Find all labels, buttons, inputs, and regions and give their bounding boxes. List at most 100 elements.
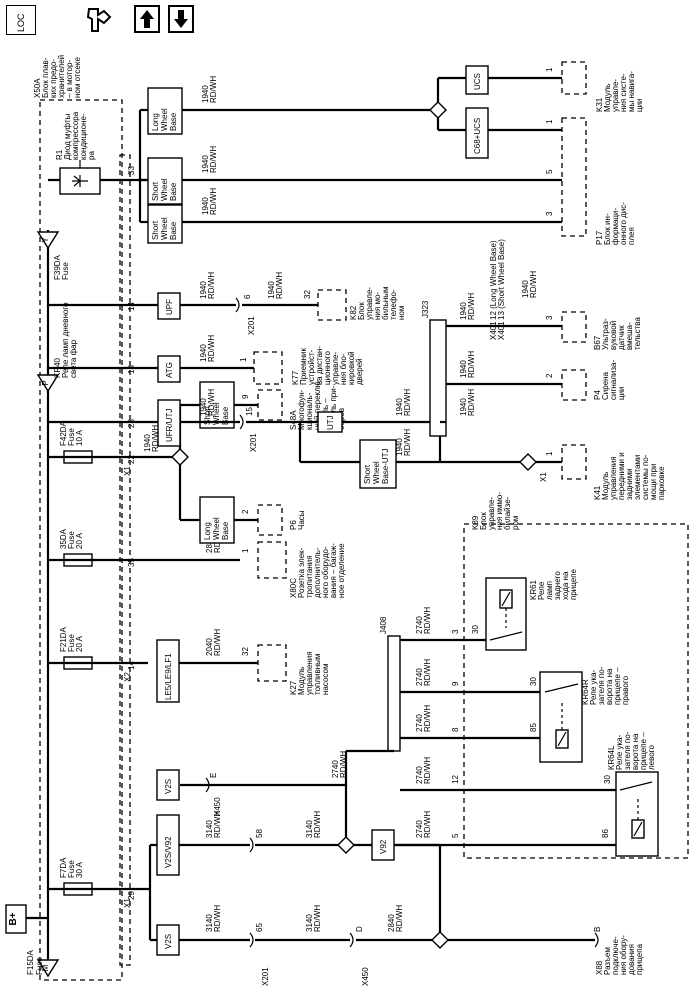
f15da-sub: Fuse (35, 957, 44, 975)
k31-module (561, 61, 587, 95)
x1-label-c: X1 (539, 472, 548, 482)
kr64l-l2: Реле ука- (615, 734, 624, 770)
f21da-name: F21DA (59, 626, 68, 652)
x401-note-1: 12 (Long Wheel Base) (489, 240, 498, 320)
wire-1940-d-col: RD/WH (403, 429, 412, 456)
k31-l5: мы навига- (627, 71, 636, 112)
option-atg: ATG (165, 362, 174, 378)
x50a-l6: ном отсеке (73, 57, 82, 98)
wire-1940-i-num: 1940 (201, 155, 210, 173)
wire-1940-c-col: RD/WH (403, 389, 412, 416)
k41-module (561, 444, 587, 480)
f21da-sub: Fuse (67, 634, 76, 652)
wire-1940-f-num: 1940 (199, 281, 208, 299)
option-short2-l3: Base (169, 182, 178, 201)
j408-label: J408 (379, 616, 388, 634)
kr64l-l1: KR64L (607, 745, 616, 770)
kr64r-l3: зателя по- (597, 666, 606, 705)
kr40-l1: Реле ламп дневного (61, 302, 70, 378)
r1-l3: компрессора (71, 111, 80, 160)
p17-l4: онного дис- (619, 202, 628, 245)
k82-module (317, 289, 347, 321)
x88-connector[interactable] (594, 932, 599, 948)
kr40-tag: P (41, 380, 50, 385)
x88-l6: прицепа (635, 943, 644, 975)
b-plus-label: B+ (8, 912, 19, 925)
wire-1940-a-num: 1940 (143, 434, 152, 452)
kr64r-contact (544, 683, 579, 693)
k82-l2: Блок (357, 302, 366, 320)
option-long2-l2: Wheel (160, 108, 169, 131)
pin-1d: 1 (545, 67, 554, 72)
pin-2a: 2 (241, 509, 250, 514)
loc-button[interactable]: LOC (6, 5, 36, 35)
splice-diamond-c (171, 448, 189, 466)
pin-32a: 32 (241, 647, 250, 656)
wire-2040-col: RD/WH (213, 629, 222, 656)
option-utj-box (317, 411, 343, 433)
pin-5: 5 (451, 833, 460, 838)
kr64l-coil-mark (633, 821, 643, 837)
kr64r-coil-mark (557, 731, 567, 747)
pin-5b: 5 (545, 169, 554, 174)
x450-e-connector[interactable] (205, 777, 210, 793)
wire-2740-f-col: RD/WH (423, 811, 432, 838)
option-long1-box (199, 496, 235, 544)
option-v92: V92 (379, 839, 388, 854)
pin-6: 6 (243, 294, 252, 299)
wire-1940-h-col: RD/WH (209, 76, 218, 103)
pin-86: 86 (601, 829, 610, 838)
s48a-switch (257, 389, 283, 421)
s48a-l1: S48A (289, 410, 298, 430)
kr64l-l6: левого (647, 745, 656, 770)
pin-33: 33 (127, 166, 136, 175)
option-short3-l3: Base (169, 221, 178, 240)
service-tools-button[interactable] (84, 5, 114, 35)
arrow-up-button[interactable] (134, 5, 160, 33)
pin-14b: 14 (127, 302, 136, 311)
r1-l5: ра (87, 151, 96, 160)
x201-15-connector[interactable] (239, 414, 244, 430)
x80c-socket (257, 541, 287, 579)
k41-l5: задними (625, 468, 634, 500)
pin-d: D (355, 926, 364, 932)
k89-l2: Блок (479, 512, 488, 530)
x401-note-2: 13 (Short Wheel Base) (497, 239, 506, 320)
option-c68-box (465, 107, 489, 159)
k82-l4: ния мо- (373, 292, 382, 320)
option-long2-l1: Long (151, 113, 160, 131)
35da-sub: Fuse (67, 531, 76, 549)
pin-e: E (209, 773, 218, 778)
option-short-utj-l1: Short (363, 464, 372, 484)
x88-l4: ния обору- (619, 935, 628, 975)
wire-2840-b-num: 2840 (205, 535, 214, 553)
s48a-l6: панель при- (329, 385, 338, 430)
x201-65-connector[interactable] (249, 932, 254, 948)
kr40-triangle (36, 374, 60, 393)
wire-1940-i-col: RD/WH (209, 146, 218, 173)
option-ucs-box (465, 65, 489, 95)
wire-3140-a-num: 3140 (205, 820, 214, 838)
x450-label-b: X450 (361, 967, 370, 986)
x201-6-connector[interactable] (235, 297, 240, 313)
kr64r-l2: Реле ука- (589, 669, 598, 705)
r1-l1: R1 (55, 149, 64, 160)
35da-name: 35DA (59, 528, 68, 549)
k77-l3: устройст- (307, 349, 316, 385)
x1-label-a: X1 (123, 898, 132, 908)
p6-l1: P6 (289, 520, 298, 530)
k77-l6: управле- (331, 352, 340, 385)
arrow-down-button[interactable] (168, 5, 194, 33)
x80c-l7: ное отделение (337, 543, 346, 598)
option-les-box (156, 639, 180, 703)
x201-58-connector[interactable] (249, 837, 254, 853)
option-long1-l3: Base (221, 521, 230, 540)
k41-l8: мощи при (649, 464, 658, 500)
k27-l3: управления (305, 651, 314, 695)
kr61-coil-mark (501, 591, 511, 607)
wire-1940-l-num: 1940 (459, 360, 468, 378)
x450-d-connector[interactable] (349, 932, 354, 948)
wire-2840-a-num: 2840 (387, 914, 396, 932)
wire-1940-k-col: RD/WH (467, 293, 476, 320)
